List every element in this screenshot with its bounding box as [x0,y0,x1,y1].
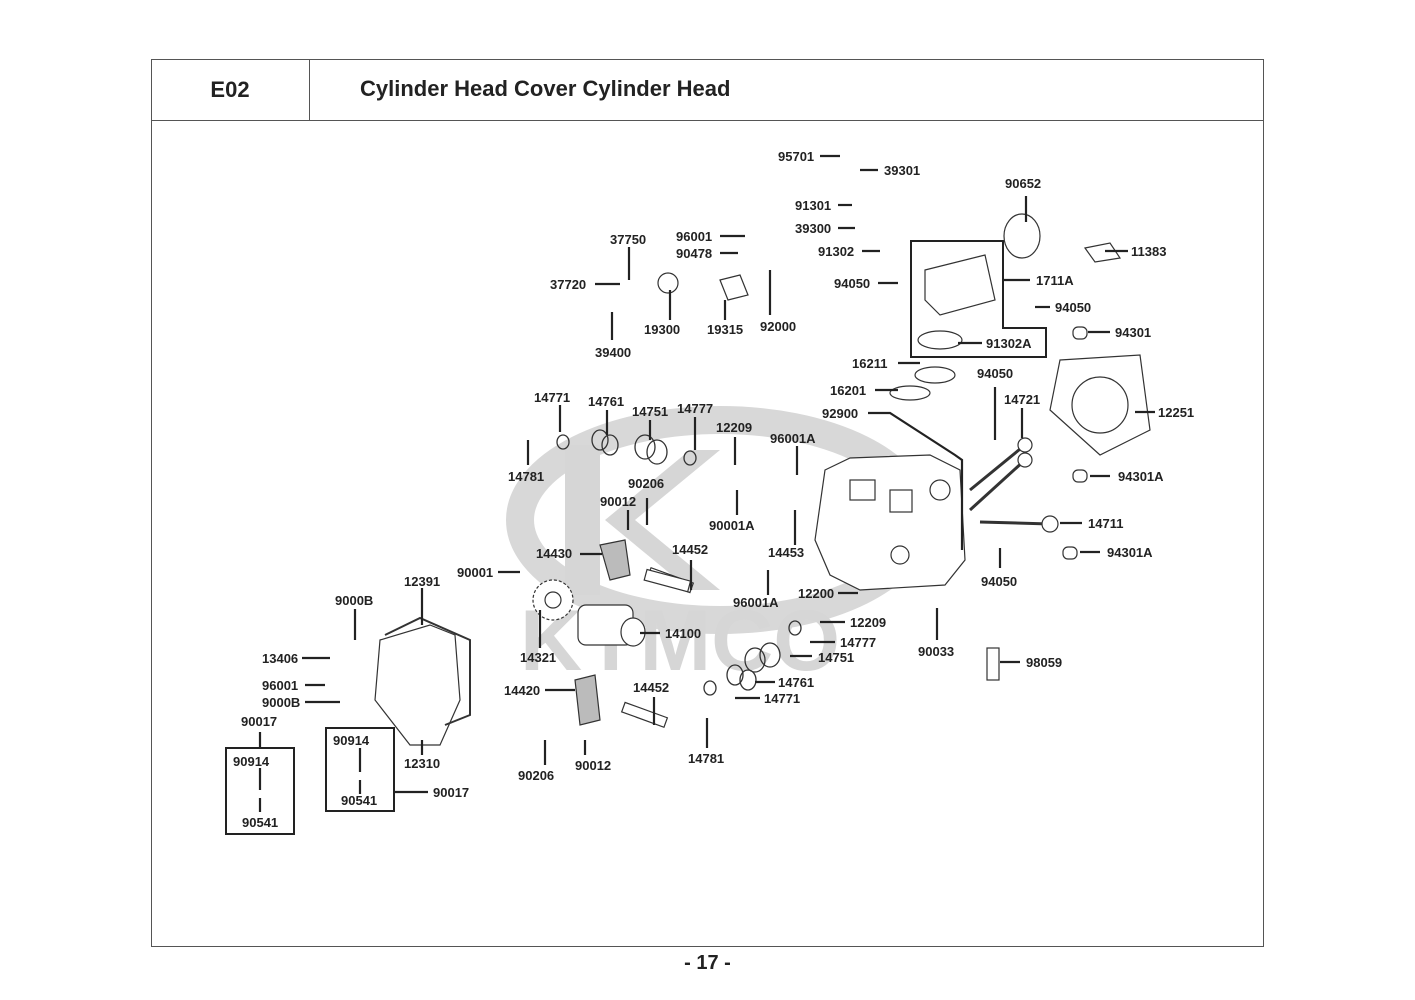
group-box-90017-right [325,727,395,812]
callout-label: 98059 [1026,655,1062,670]
callout-label: 12209 [850,615,886,630]
header-divider [310,120,1264,121]
callout-label: 14321 [520,650,556,665]
callout-label: 90033 [918,644,954,659]
intake-manifold-part [924,254,996,316]
callout-label: 12310 [404,756,440,771]
watermark-text: KYMCO [520,593,840,689]
callout-label: 95701 [778,149,814,164]
callout-label: 14452 [672,542,708,557]
callout-label: 96001 [262,678,298,693]
callout-label: 94050 [834,276,870,291]
callout-label: 37720 [550,277,586,292]
callout-label: 14781 [508,469,544,484]
callout-label: 14777 [677,401,713,416]
callout-label: 14771 [764,691,800,706]
callout-label: 14711 [1088,516,1123,531]
cylinder-head-part [814,454,966,591]
callout-labels: 95701 39301 91301 39300 91302 90652 1138… [233,149,1194,830]
callout-label: 14452 [633,680,669,695]
callout-label: 13406 [262,651,298,666]
leader-lines [258,154,1155,812]
callout-label: 9000B [335,593,373,608]
callout-label: 14430 [536,546,572,561]
callout-label: 90012 [600,494,636,509]
callout-label: 96001A [733,595,779,610]
callout-label: 91302A [986,336,1032,351]
callout-label: 14751 [818,650,854,665]
callout-label: 12391 [404,574,440,589]
callout-label: 90541 [242,815,278,830]
callout-label: 90001A [709,518,755,533]
callout-label: 37750 [610,232,646,247]
callout-label: 39400 [595,345,631,360]
callout-label: 90914 [333,733,370,748]
callout-label: 39300 [795,221,831,236]
callout-label: 90017 [241,714,277,729]
callout-label: 14100 [665,626,701,641]
callout-label: 14420 [504,683,540,698]
callout-label: 11383 [1131,244,1166,259]
callout-label: 14751 [632,404,668,419]
page-number: - 17 - [684,952,731,974]
callout-label: 92000 [760,319,796,334]
callout-label: 90012 [575,758,611,773]
callout-label: 9000B [262,695,300,710]
group-box-1711A [910,240,1047,358]
callout-label: 96001 [676,229,712,244]
callout-label: 90478 [676,246,712,261]
callout-label: 12251 [1158,405,1194,420]
callout-label: 16201 [830,383,866,398]
callout-label: 94301 [1115,325,1151,340]
callout-label: 12200 [798,586,834,601]
callout-label: 14777 [840,635,876,650]
callout-label: 90206 [628,476,664,491]
callout-label: 14771 [534,390,570,405]
callout-label: 94050 [981,574,1017,589]
callout-label: 94050 [1055,300,1091,315]
callout-label: 14761 [778,675,814,690]
callout-label: 90914 [233,754,270,769]
callout-label: 14453 [768,545,804,560]
callout-label: 90206 [518,768,554,783]
callout-label: 16211 [852,356,887,371]
diagram-frame [151,59,1264,947]
callout-label: 39301 [884,163,920,178]
callout-label: 90017 [433,785,469,800]
callout-label: 91301 [795,198,831,213]
callout-label: 19315 [707,322,743,337]
callout-label: 94301A [1118,469,1164,484]
callout-label: 94301A [1107,545,1153,560]
callout-label: 19300 [644,322,680,337]
callout-label: 96001A [770,431,816,446]
callout-label: 12209 [716,420,752,435]
callout-label: 90652 [1005,176,1041,191]
callout-label: 90001 [457,565,493,580]
callout-label: 14761 [588,394,624,409]
callout-label: 92900 [822,406,858,421]
callout-label: 14721 [1004,392,1040,407]
section-code: E02 [151,59,310,121]
callout-label: 14781 [688,751,724,766]
page-title: Cylinder Head Cover Cylinder Head [360,76,731,101]
spark-plug-part [986,647,1000,681]
part-shapes [374,213,1151,746]
callout-label: 1711A [1036,273,1074,288]
callout-label: 94050 [977,366,1013,381]
callout-label: 90541 [341,793,377,808]
callout-label: 91302 [818,244,854,259]
